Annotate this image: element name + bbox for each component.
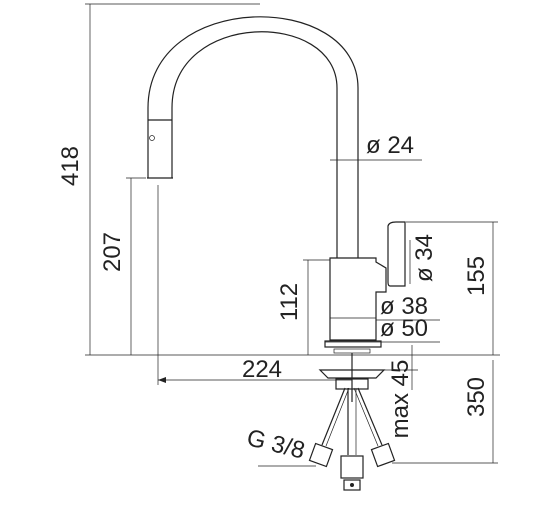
dim-spout-reach: 224 [242, 356, 282, 383]
diameter-spout: ø 24 [366, 132, 414, 159]
hose-left-inner [325, 387, 350, 447]
hose-fitting-centre-hex [343, 479, 361, 491]
spout-inner-wall [171, 31, 338, 258]
hose-right-inner [353, 387, 379, 447]
dimension-labels: 418 207 112 224 155 max 45 350 ø 24 ø 34… [57, 132, 490, 465]
hose-fitting-right [370, 442, 396, 468]
base-plate [324, 340, 382, 348]
hose-fitting-left [308, 442, 334, 468]
dim-body-height: 112 [276, 283, 303, 321]
diameter-body-base: ø 50 [380, 315, 428, 342]
dim-handle-height: 155 [463, 256, 490, 296]
dimension-lines [85, 3, 500, 467]
diameter-body-upper: ø 38 [380, 293, 428, 320]
dim-total-height: 418 [57, 146, 84, 186]
fitting-mark [350, 483, 354, 487]
thread-connection: G 3/8 [244, 424, 307, 464]
hose-left [321, 387, 346, 446]
faucet-outline [147, 16, 406, 491]
lever-handle [387, 221, 406, 287]
dim-max-deck: max 45 [387, 360, 414, 439]
faucet-body [329, 257, 387, 341]
diameter-handle: ø 34 [411, 234, 438, 282]
dim-hose-length: 350 [463, 377, 490, 417]
base-ring [333, 348, 371, 354]
hose-right [357, 387, 383, 446]
under-counter-washer [318, 369, 386, 379]
spray-button [149, 135, 155, 141]
spout-outer-wall [147, 16, 359, 258]
dim-224-arrow [158, 377, 166, 383]
dim-spout-height: 207 [99, 232, 126, 272]
hose-fitting-centre [340, 455, 364, 479]
